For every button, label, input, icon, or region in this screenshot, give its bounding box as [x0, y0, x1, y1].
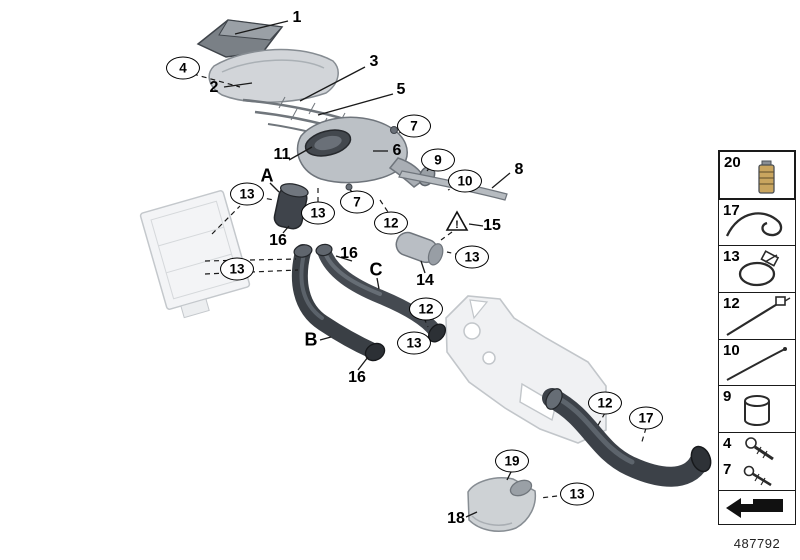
- rod-icon: [726, 347, 787, 381]
- legend-item-17[interactable]: 17: [718, 199, 796, 246]
- callout-5[interactable]: 5: [396, 81, 406, 98]
- diagram-number: 487792: [733, 536, 781, 551]
- callout-17[interactable]: 17: [629, 406, 663, 430]
- legend-label: 17: [723, 202, 740, 219]
- callout-7[interactable]: 7: [340, 190, 374, 214]
- callout-9[interactable]: 9: [421, 148, 455, 172]
- spring-clip-icon: [725, 212, 783, 237]
- callout-12[interactable]: 12: [374, 211, 408, 235]
- legend-label: 20: [724, 154, 741, 171]
- callout-1[interactable]: 1: [292, 9, 302, 26]
- warning-triangle-icon: !: [445, 210, 469, 231]
- callout-15[interactable]: 15: [483, 217, 501, 234]
- callout-18[interactable]: 18: [447, 510, 465, 527]
- callout-13[interactable]: 13: [301, 201, 335, 225]
- callout-10[interactable]: 10: [448, 169, 482, 193]
- direction-arrow-icon: [726, 498, 783, 518]
- legend-label: 10: [723, 342, 740, 359]
- callout-16[interactable]: 16: [269, 232, 287, 249]
- legend-label: 7: [723, 461, 732, 478]
- callout-13[interactable]: 13: [230, 182, 264, 206]
- part-18-tip: [467, 477, 537, 532]
- legend-item-9[interactable]: 9: [718, 385, 796, 433]
- callout-B[interactable]: B: [304, 329, 318, 350]
- screw-icons: [743, 437, 774, 487]
- callout-16[interactable]: 16: [340, 245, 358, 262]
- callout-19[interactable]: 19: [495, 449, 529, 473]
- part-14-sleeve: [395, 231, 444, 266]
- callout-11[interactable]: 11: [273, 146, 291, 163]
- legend-label: 9: [723, 388, 732, 405]
- callout-13[interactable]: 13: [560, 482, 594, 506]
- part-1-cover: [196, 19, 284, 58]
- legend-item-10[interactable]: 10: [718, 339, 796, 386]
- callout-C[interactable]: C: [369, 259, 383, 280]
- callout-3[interactable]: 3: [369, 53, 379, 70]
- hose-clamp-icon: [738, 250, 780, 287]
- callout-8[interactable]: 8: [514, 161, 524, 178]
- callout-7[interactable]: 7: [397, 114, 431, 138]
- hose-b: [291, 244, 386, 362]
- legend-label: 13: [723, 248, 740, 265]
- callout-13[interactable]: 13: [455, 245, 489, 269]
- background-housing-outline: [139, 190, 251, 319]
- legend-panel: 20 17 13 12: [718, 150, 796, 525]
- legend-item-4-7[interactable]: 4 7: [718, 432, 796, 491]
- callout-14[interactable]: 14: [416, 272, 434, 289]
- part-2-duct: [208, 48, 339, 104]
- legend-item-20[interactable]: 20: [718, 150, 796, 200]
- callout-6[interactable]: 6: [392, 142, 402, 159]
- callout-13[interactable]: 13: [220, 257, 254, 281]
- part-17-pipe: [542, 388, 712, 487]
- callout-12[interactable]: 12: [588, 391, 622, 415]
- callout-12[interactable]: 12: [409, 297, 443, 321]
- legend-item-direction[interactable]: [718, 490, 796, 525]
- cable-tie-icon: [726, 296, 791, 336]
- callout-A[interactable]: A: [260, 165, 274, 186]
- sleeve-icon: [744, 395, 770, 426]
- callout-13[interactable]: 13: [397, 331, 431, 355]
- callout-4[interactable]: 4: [166, 56, 200, 80]
- legend-label: 12: [723, 295, 740, 312]
- callout-2[interactable]: 2: [209, 79, 219, 96]
- part-a-elbow: [273, 183, 309, 230]
- svg-text:!: !: [455, 219, 459, 231]
- legend-label: 4: [723, 435, 732, 452]
- legend-item-13[interactable]: 13: [718, 245, 796, 293]
- callout-16[interactable]: 16: [348, 369, 366, 386]
- grease-tube-icon: [758, 160, 775, 194]
- legend-item-12[interactable]: 12: [718, 292, 796, 340]
